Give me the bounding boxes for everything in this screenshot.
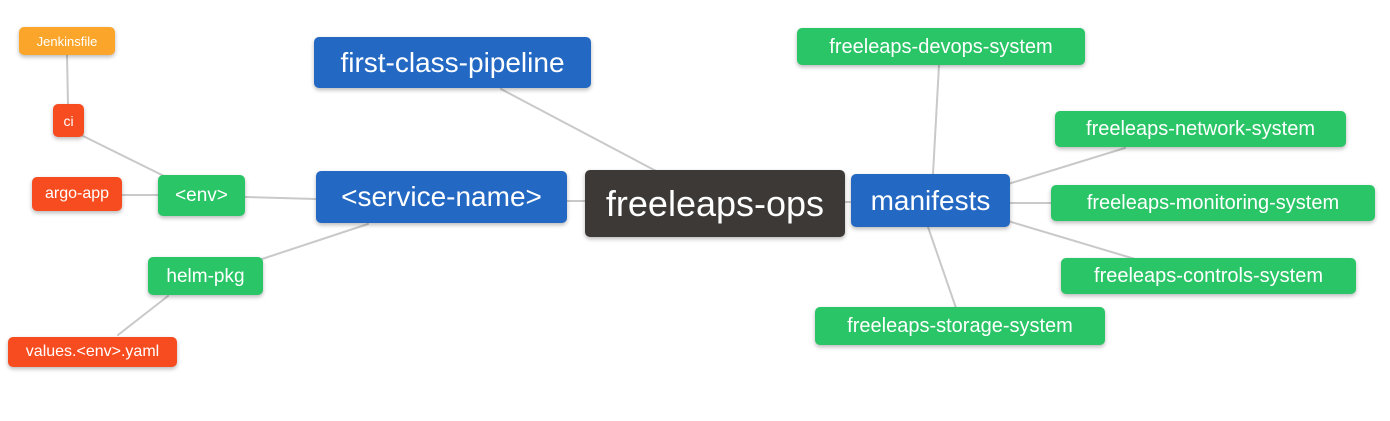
node-helm-pkg[interactable]: helm-pkg [148,257,263,295]
edge-service-name-to-helm-pkg [261,223,369,260]
node-env[interactable]: <env> [158,175,245,216]
node-freeleaps-controls-system[interactable]: freeleaps-controls-system [1061,258,1356,294]
edge-manifests-to-freeleaps-devops-system [932,64,940,175]
edge-ci-to-env [80,134,169,179]
node-freeleaps-network-system[interactable]: freeleaps-network-system [1055,111,1346,147]
node-argo-app[interactable]: argo-app [32,177,122,211]
node-values-env-yaml[interactable]: values.<env>.yaml [8,337,177,367]
node-freeleaps-ops[interactable]: freeleaps-ops [585,170,845,237]
node-freeleaps-storage-system[interactable]: freeleaps-storage-system [815,307,1105,345]
edge-jenkinsfile-to-ci [66,54,69,105]
node-ci[interactable]: ci [53,104,84,137]
edge-env-to-service-name [244,196,317,200]
node-freeleaps-devops-system[interactable]: freeleaps-devops-system [797,28,1085,65]
node-service-name[interactable]: <service-name> [316,171,567,223]
node-first-class-pipeline[interactable]: first-class-pipeline [314,37,591,88]
edge-manifests-to-freeleaps-storage-system [927,226,957,309]
node-freeleaps-monitoring-system[interactable]: freeleaps-monitoring-system [1051,185,1375,221]
edge-first-class-pipeline-to-freeleaps-ops [500,88,657,172]
edge-manifests-to-freeleaps-controls-system [1007,220,1136,260]
edge-helm-pkg-to-values-env-yaml [117,295,169,336]
node-jenkinsfile[interactable]: Jenkinsfile [19,27,115,55]
node-manifests[interactable]: manifests [851,174,1010,227]
edge-manifests-to-freeleaps-network-system [1007,147,1126,185]
